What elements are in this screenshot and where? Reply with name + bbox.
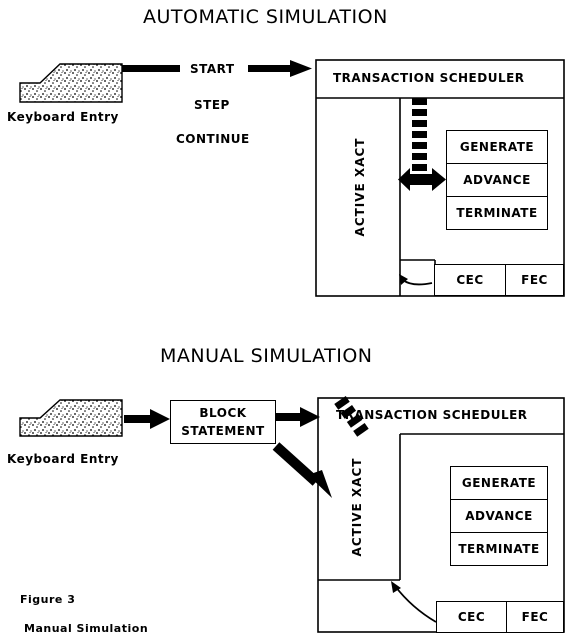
figure-caption: Manual Simulation <box>24 622 148 635</box>
return-arrow <box>395 586 436 622</box>
keyboard-label: Keyboard Entry <box>7 452 119 466</box>
chain-cec: CEC <box>436 601 507 633</box>
block-terminate: TERMINATE <box>446 196 548 230</box>
keyboard-icon <box>20 400 122 436</box>
block-advance: ADVANCE <box>446 163 548 197</box>
block-statement-line-2: STATEMENT <box>171 422 275 440</box>
section-title: AUTOMATIC SIMULATION <box>143 6 388 28</box>
scheduler-label: TRANSACTION SCHEDULER <box>333 71 525 85</box>
keyboard-icon <box>20 64 122 102</box>
block-advance: ADVANCE <box>450 499 548 533</box>
command-start: START <box>190 62 235 76</box>
statement-arrow <box>274 407 320 427</box>
section-title: MANUAL SIMULATION <box>160 345 373 367</box>
block-terminate: TERMINATE <box>450 532 548 566</box>
block-statement-line-1: BLOCK <box>171 404 275 422</box>
chain-fec: FEC <box>506 601 564 633</box>
keyboard-label: Keyboard Entry <box>7 110 119 124</box>
chain-fec: FEC <box>505 264 564 296</box>
block-generate: GENERATE <box>450 466 548 500</box>
chain-cec: CEC <box>434 264 506 296</box>
active-xact-label: ACTIVE XACT <box>350 457 364 557</box>
return-arrow <box>403 280 432 284</box>
command-step: STEP <box>194 98 230 112</box>
active-xact-label: ACTIVE XACT <box>353 137 367 237</box>
figure-number: Figure 3 <box>20 593 75 606</box>
command-continue: CONTINUE <box>176 132 250 146</box>
entry-arrow <box>124 409 170 429</box>
block-statement-box: BLOCK STATEMENT <box>170 400 276 444</box>
scheduler-label: TRANSACTION SCHEDULER <box>336 408 528 422</box>
block-generate: GENERATE <box>446 130 548 164</box>
dispatch-arrow <box>398 98 446 191</box>
